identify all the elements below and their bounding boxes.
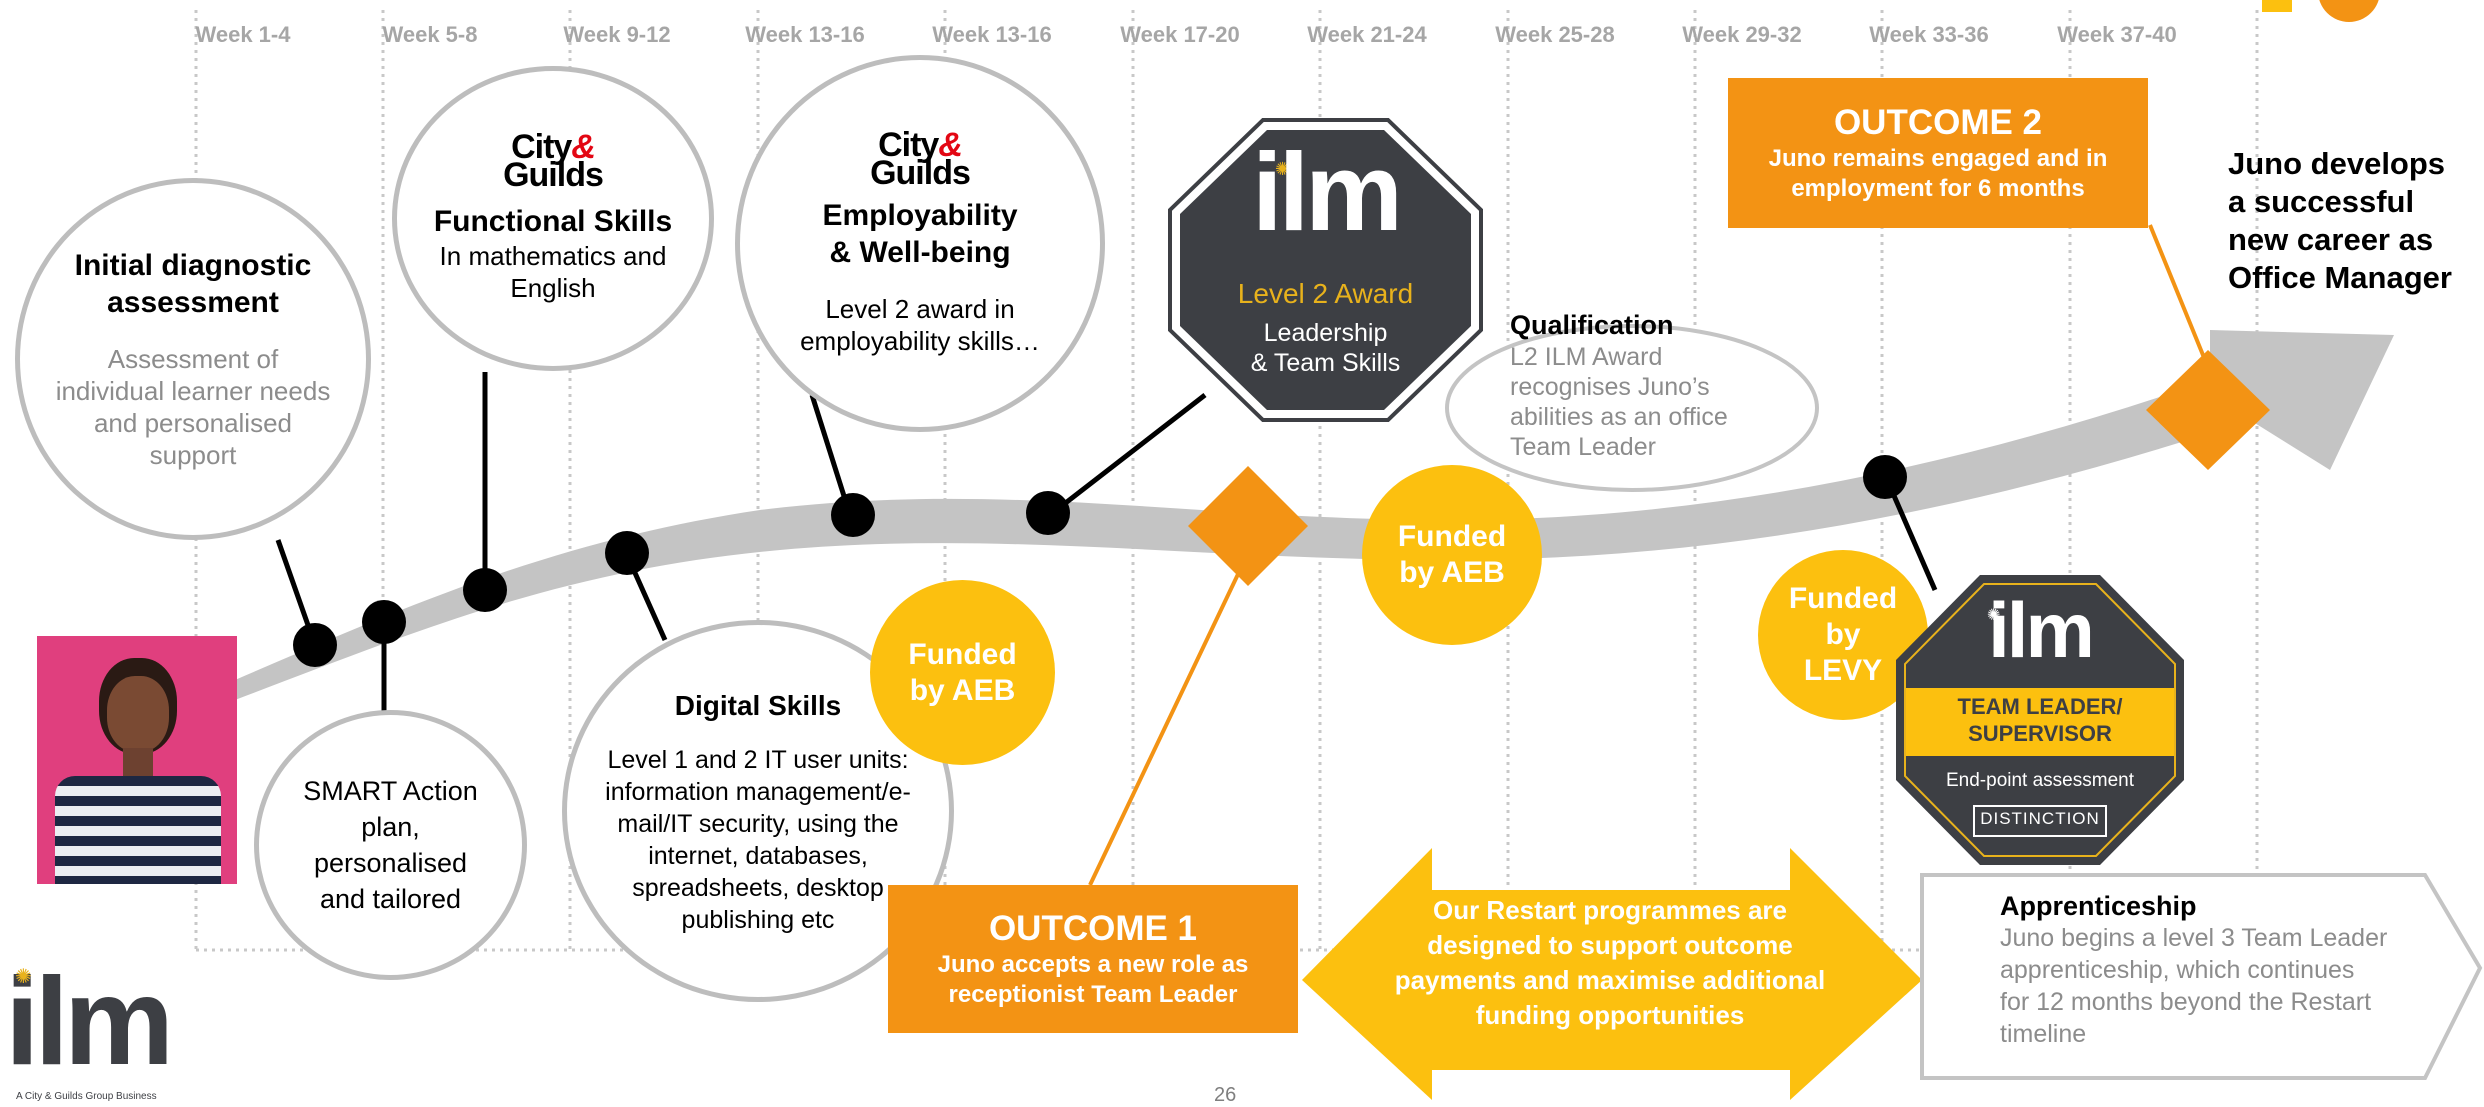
- week-label: Week 1-4: [195, 22, 291, 47]
- week-label: Week 33-36: [1869, 22, 1989, 47]
- outcome-2-box: OUTCOME 2 Juno remains engaged and in em…: [1728, 78, 2148, 228]
- orange-connectors: [1088, 224, 2207, 886]
- ilm-levy-badge: ✺: [1896, 575, 2184, 865]
- ilm-badge-logo-text: ilm: [1252, 131, 1403, 254]
- functional-skills-circle: City& Guilds Functional Skills In mathem…: [392, 66, 714, 371]
- week-label: Week 13-16: [745, 22, 865, 47]
- outcome-2-title: OUTCOME 2: [1833, 103, 2043, 142]
- ilm-footer-logo: ✺ ilm: [5, 953, 174, 1091]
- page-number: 26: [1214, 1084, 1237, 1106]
- outcome-1-title: OUTCOME 1: [988, 909, 1198, 948]
- digital-skills-body: Level 1 and 2 IT user units: information…: [605, 745, 911, 934]
- levy-badge-assessment: End-point assessment: [1946, 770, 2134, 791]
- final-career-text: Juno develops a successful new career as…: [2228, 146, 2452, 295]
- ilm-badge-course: Leadership & Team Skills: [1250, 319, 1401, 377]
- badge-star-icon: ✺: [1987, 605, 2000, 624]
- week-label: Week 21-24: [1307, 22, 1427, 47]
- week-label: Week 5-8: [382, 22, 478, 47]
- employability-body: Level 2 award in employability skills…: [800, 293, 1040, 356]
- badge-star-icon: ✺: [1275, 159, 1290, 180]
- week-label: Week 37-40: [2057, 22, 2177, 47]
- funded-aeb-circle-1: Funded by AEB: [870, 580, 1055, 765]
- milestone-dots: [293, 455, 1907, 667]
- week-label: Week 13-16: [932, 22, 1052, 47]
- week-label: Week 29-32: [1682, 22, 1802, 47]
- funded-aeb-circle-2: Funded by AEB: [1362, 465, 1542, 645]
- apprenticeship-body: Juno begins a level 3 Team Leader appren…: [2000, 924, 2388, 1048]
- outcome-2-body: Juno remains engaged and in employment f…: [1768, 145, 2108, 202]
- restart-double-arrow: [1302, 848, 1922, 1100]
- smart-plan-text: SMART Action plan, personalised and tail…: [303, 776, 478, 914]
- ilm-level2-badge: ✺: [1168, 118, 1483, 422]
- week-label: Week 17-20: [1120, 22, 1240, 47]
- outcome-1-body: Juno accepts a new role as receptionist …: [937, 951, 1249, 1008]
- corner-decoration-bar: [2262, 0, 2292, 12]
- city-guilds-logo: City& Guilds: [870, 125, 971, 192]
- apprenticeship-block: Apprenticeship Juno begins a level 3 Tea…: [2000, 890, 2390, 1050]
- outcome-1-box: OUTCOME 1 Juno accepts a new role as rec…: [888, 885, 1298, 1033]
- ilm-badge-award: Level 2 Award: [1237, 278, 1414, 309]
- qualification-ellipse: [1445, 324, 1819, 492]
- qualification-block: Qualification L2 ILM Award recognises Ju…: [1510, 308, 1770, 462]
- logo-star-icon: ✺: [15, 966, 32, 988]
- footer-tagline: A City & Guilds Group Business: [16, 1091, 157, 1102]
- employability-title: Employability & Well-being: [822, 198, 1018, 269]
- smart-plan-circle: SMART Action plan, personalised and tail…: [254, 710, 527, 980]
- functional-skills-title: Functional Skills: [433, 205, 673, 238]
- initial-assessment-body: Assessment of individual learner needs a…: [55, 344, 331, 470]
- levy-badge-distinction: DISTINCTION: [1980, 809, 2100, 828]
- initial-assessment-title: Initial diagnostic assessment: [74, 249, 312, 319]
- learner-photo: [37, 636, 237, 884]
- photo-face: [107, 676, 169, 752]
- digital-skills-title: Digital Skills: [674, 689, 842, 721]
- apprenticeship-title: Apprenticeship: [2000, 891, 2197, 921]
- outcome-diamonds: [1188, 350, 2270, 586]
- ilm-footer-logo-text: ilm: [5, 953, 174, 1091]
- employability-circle: City& Guilds Employability & Well-being …: [735, 55, 1105, 432]
- initial-assessment-circle: Initial diagnostic assessment Assessment…: [15, 178, 371, 540]
- apprenticeship-shape: [1920, 873, 2483, 1080]
- corner-decoration-circle: [2318, 0, 2380, 22]
- functional-skills-body: In mathematics and English: [439, 241, 667, 303]
- levy-badge-logo: ilm: [1988, 586, 2095, 674]
- city-guilds-logo: City& Guilds: [503, 128, 604, 194]
- photo-top: [55, 776, 221, 884]
- week-label: Week 9-12: [563, 22, 671, 47]
- levy-badge-title: TEAM LEADER/ SUPERVISOR: [1957, 694, 2123, 746]
- week-label: Week 25-28: [1495, 22, 1615, 47]
- qualification-title: Qualification: [1510, 310, 1674, 340]
- restart-text: Our Restart programmes are designed to s…: [1394, 895, 1826, 1030]
- qualification-body: L2 ILM Award recognises Juno’s abilities…: [1510, 343, 1728, 461]
